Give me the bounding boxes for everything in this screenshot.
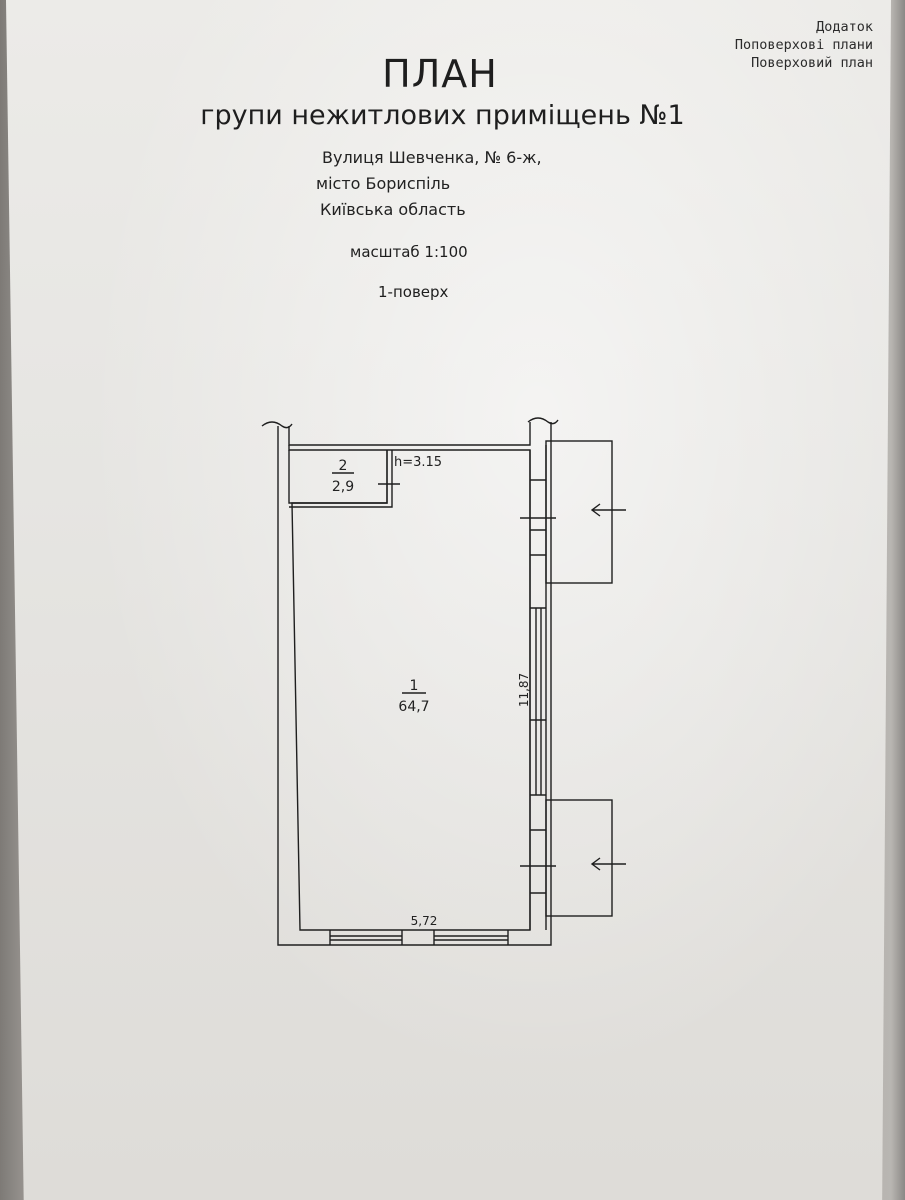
- entrance-porch-upper: [545, 440, 613, 584]
- wall-break-mark-right: [527, 417, 559, 425]
- room-2-number: 2: [339, 458, 348, 474]
- address-city: місто Бориспіль: [316, 174, 451, 193]
- room-2-area: 2,9: [332, 479, 354, 495]
- floor-label: 1-поверх: [378, 283, 449, 301]
- outer-wall: [277, 422, 552, 946]
- room-2-partition: [289, 450, 393, 508]
- document-subtitle: групи нежитлових приміщень №1: [200, 100, 685, 131]
- bottom-wall-ticks: [329, 930, 509, 945]
- document-title: ПЛАН: [382, 52, 498, 96]
- room-1-number: 1: [410, 678, 419, 694]
- document-sheet: [6, 0, 891, 1200]
- window-bottom-right: [434, 935, 508, 941]
- wall-break-mark-left: [261, 421, 293, 429]
- window-bottom-left: [330, 935, 402, 941]
- room-width-dimension: 5,72: [411, 914, 438, 928]
- entrance-door-marks: [520, 517, 556, 867]
- arrow-icon-entrance-upper: [590, 503, 626, 517]
- room-2-outline: [288, 450, 388, 504]
- right-wall-ticks-upper: [530, 479, 546, 609]
- page-edge-shadow: [891, 0, 905, 1200]
- addendum-line-3: Поверховий план: [751, 55, 873, 71]
- addendum-line-2: Поповерхові плани: [734, 37, 873, 53]
- scale-label: масштаб 1:100: [350, 243, 468, 261]
- room-length-dimension: 11,87: [517, 673, 531, 707]
- address-region: Київська область: [320, 200, 466, 219]
- room-1-area: 64,7: [398, 699, 429, 715]
- window-right-lower: [535, 720, 542, 795]
- arrow-icon-entrance-lower: [590, 857, 626, 871]
- ceiling-height-label: h=3.15: [394, 455, 442, 470]
- outer-wall-top: [288, 422, 531, 446]
- address-street: Вулиця Шевченка, № 6-ж,: [322, 148, 542, 167]
- addendum-block: Додаток Поповерхові плани Поверховий пла…: [735, 18, 873, 72]
- right-wall-ticks-lower: [530, 719, 546, 894]
- window-right-upper: [535, 608, 542, 720]
- entrance-porch-lower: [545, 799, 613, 917]
- addendum-line-1: Додаток: [816, 19, 873, 35]
